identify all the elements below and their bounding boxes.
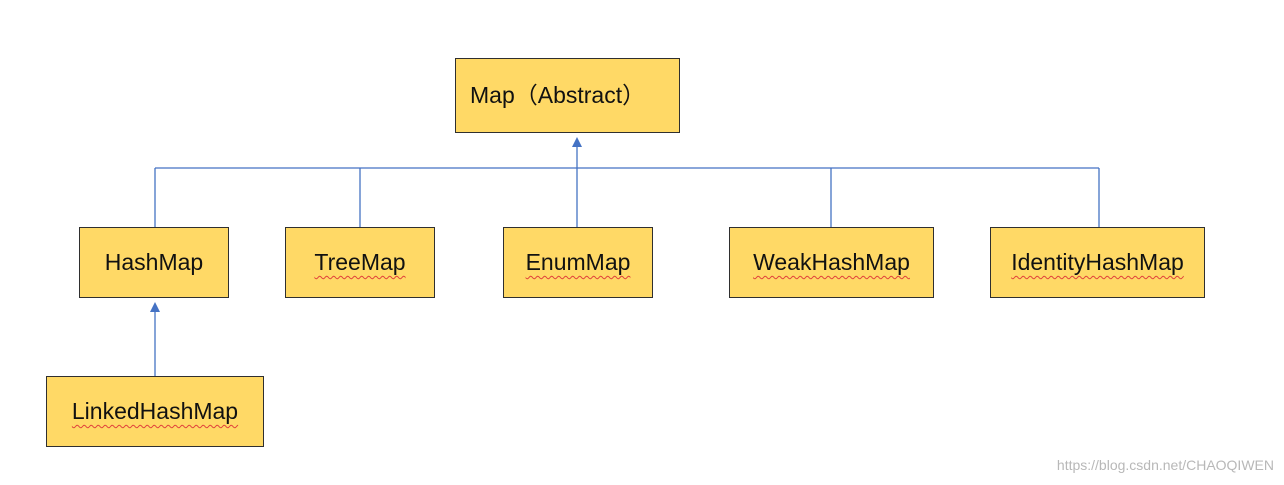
node-label: EnumMap (525, 249, 631, 275)
watermark-text: https://blog.csdn.net/CHAOQIWEN (1056, 457, 1274, 473)
node-enummap: EnumMap (503, 227, 653, 298)
node-identityhashmap: IdentityHashMap (990, 227, 1205, 298)
node-label: WeakHashMap (753, 249, 910, 275)
node-linkedhashmap: LinkedHashMap (46, 376, 264, 447)
node-label: HashMap (104, 249, 204, 275)
node-hashmap: HashMap (79, 227, 229, 298)
node-map-abstract: Map（Abstract） (455, 58, 680, 133)
node-label: TreeMap (314, 249, 406, 275)
node-label: IdentityHashMap (1011, 249, 1184, 275)
node-weakhashmap: WeakHashMap (729, 227, 934, 298)
node-treemap: TreeMap (285, 227, 435, 298)
node-label: Map（Abstract） (470, 82, 646, 108)
node-label: LinkedHashMap (71, 398, 239, 424)
